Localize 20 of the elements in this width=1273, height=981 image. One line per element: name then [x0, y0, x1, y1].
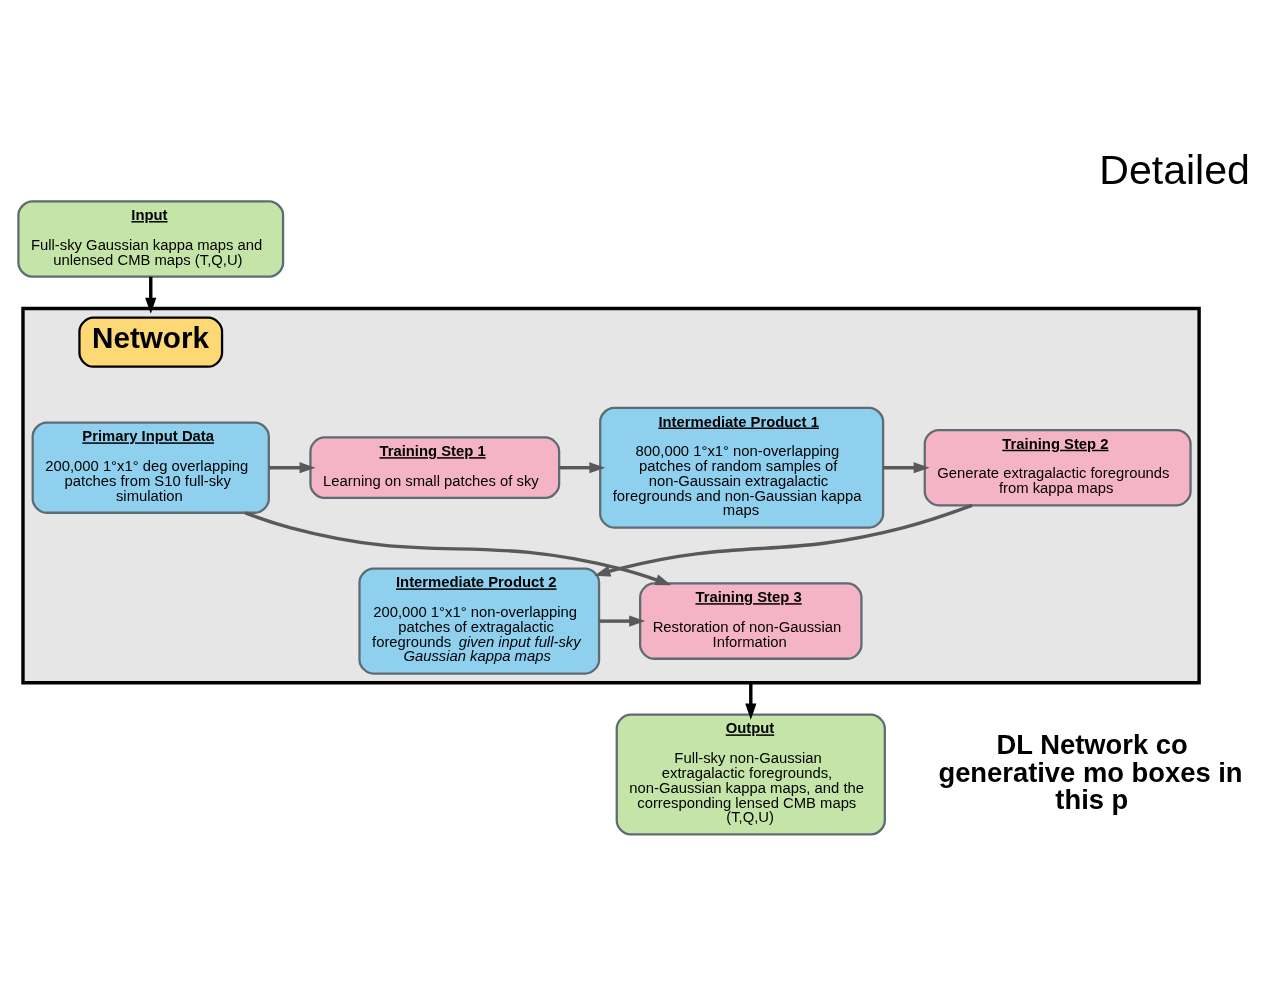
arrow — [244, 511, 671, 586]
arrow — [558, 462, 605, 474]
arrow — [593, 503, 973, 577]
arrow — [144, 276, 156, 314]
node-box: Training Step 1 Learning on small patches of sky — [308, 436, 560, 500]
arrow — [268, 462, 316, 474]
arrow — [744, 682, 756, 720]
node-box: Network — [77, 316, 223, 368]
node-box: Input Full-sky Gaussian kappa maps and unlensed CMB maps (T,Q,U) — [16, 200, 284, 278]
arrow — [598, 615, 645, 627]
node-box: Intermediate Product 2 200,000 1°x1° non-overlapping patches of extragalactic foregrounds given input full-sky Gaussian kappa maps — [357, 567, 600, 675]
node-box: Output Full-sky non-Gaussian extragalactic foregrounds, non-Gaussian kappa maps, and the corresponding lensed CMB maps (T,Q,U) — [615, 713, 886, 836]
node-box: Primary Input Data 200,000 1°x1° deg overlapping patches from S10 full-sky simulation — [31, 421, 270, 514]
node-box: Training Step 2 Generate extragalactic foregrounds from kappa maps — [923, 428, 1192, 507]
cluster — [20, 306, 1201, 685]
arrow — [882, 462, 930, 474]
node-box: Intermediate Product 1 800,000 1°x1° non-overlapping patches of random samples of non-Gaussain extragalactic foregrounds and non-Gaussian kappa maps — [598, 406, 884, 529]
node-box: Training Step 3 Restoration of non-Gaussian Information — [638, 582, 863, 660]
label: DL Network co generative mo boxes in this p — [937, 729, 1243, 815]
diagram-title: Detailed — [1098, 146, 1250, 193]
